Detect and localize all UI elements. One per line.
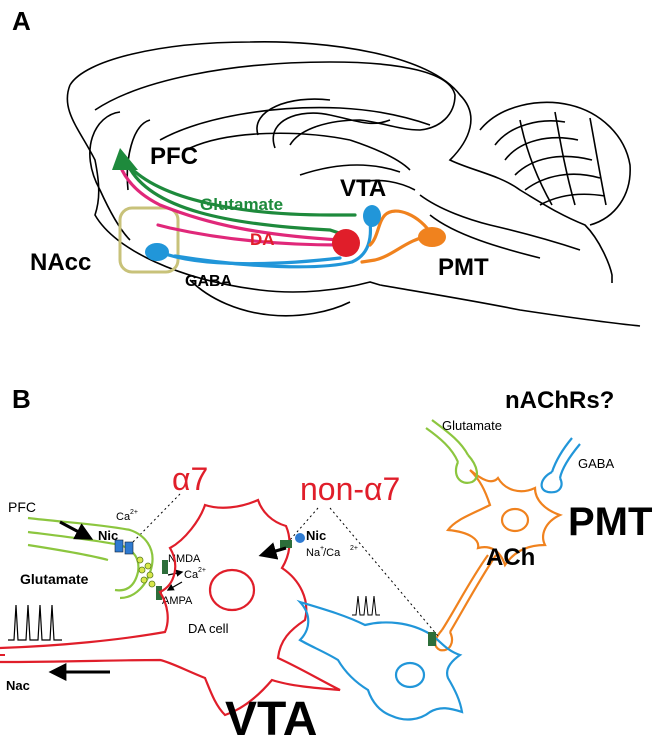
firing-trace-right — [352, 595, 380, 616]
nicotinic-receptor-right — [280, 540, 292, 548]
pmt-ach-neuron — [434, 469, 563, 652]
label-vta: VTA — [340, 175, 386, 202]
label-da-cell: DA cell — [188, 621, 229, 636]
label-na-sup: + — [320, 545, 324, 552]
panel-a-label: A — [12, 6, 31, 36]
da-cell — [0, 498, 341, 717]
influx-arrow — [258, 542, 287, 560]
label-nac: Nac — [6, 678, 30, 693]
label-vta-b: VTA — [225, 693, 317, 746]
pfc-arrow — [59, 520, 94, 540]
label-nic-right: Nic — [306, 528, 326, 543]
label-pfc: PFC — [150, 143, 198, 170]
label-glutamate: Glutamate — [200, 195, 283, 214]
label-glutamate-left: Glutamate — [20, 571, 89, 587]
label-ca-left: Ca — [116, 511, 131, 523]
label-nic-left: Nic — [98, 528, 118, 543]
nicotinic-receptor-left-2 — [124, 541, 134, 555]
vesicles — [136, 556, 156, 588]
pointer-lines — [129, 493, 439, 637]
label-pfc-b: PFC — [8, 499, 36, 515]
ampa-receptor — [156, 586, 162, 600]
vta-gaba-neuron — [296, 599, 464, 721]
label-na-ca: Na /Ca — [306, 547, 341, 559]
nmda-receptor — [162, 560, 168, 574]
nicotinic-receptor-left — [114, 539, 124, 553]
pmt-glutamate-terminal — [425, 419, 478, 484]
nicotine-molecule-right — [295, 533, 305, 543]
label-ca-left-sup: 2+ — [130, 509, 138, 516]
label-pmt-b: PMT — [568, 500, 652, 544]
label-ca-mid-sup: 2+ — [198, 567, 206, 574]
label-ca-mid: Ca — [184, 569, 199, 581]
label-ampa: AMPA — [162, 595, 193, 607]
brain-outline — [66, 41, 641, 327]
vta-gaba-cell — [363, 205, 381, 227]
label-pmt: PMT — [438, 254, 489, 281]
label-alpha7: α7 — [172, 461, 208, 497]
nacc-gaba-cell — [145, 243, 169, 261]
nacc-box — [118, 206, 180, 274]
label-gaba: GABA — [185, 273, 233, 290]
pathways — [120, 163, 434, 269]
vta-da-cell — [332, 229, 360, 257]
pmt-gaba-terminal — [540, 437, 581, 494]
firing-trace-left — [8, 604, 62, 641]
label-glutamate-top: Glutamate — [442, 418, 502, 433]
label-nachrs: nAChRs? — [505, 387, 614, 414]
label-nacc: NAcc — [30, 249, 91, 276]
label-nmda: NMDA — [168, 553, 201, 565]
label-da: DA — [250, 230, 275, 249]
pmt-cell — [418, 227, 446, 247]
panel-b-label: B — [12, 384, 31, 414]
label-gaba-top: GABA — [578, 456, 614, 471]
gaba-neuron-receptor — [428, 632, 436, 646]
label-na-ca-sup: 2+ — [350, 545, 358, 552]
pfc-pyramidal-cell — [112, 148, 138, 170]
label-ach: ACh — [486, 544, 535, 571]
label-non-alpha7: non-α7 — [300, 471, 400, 507]
